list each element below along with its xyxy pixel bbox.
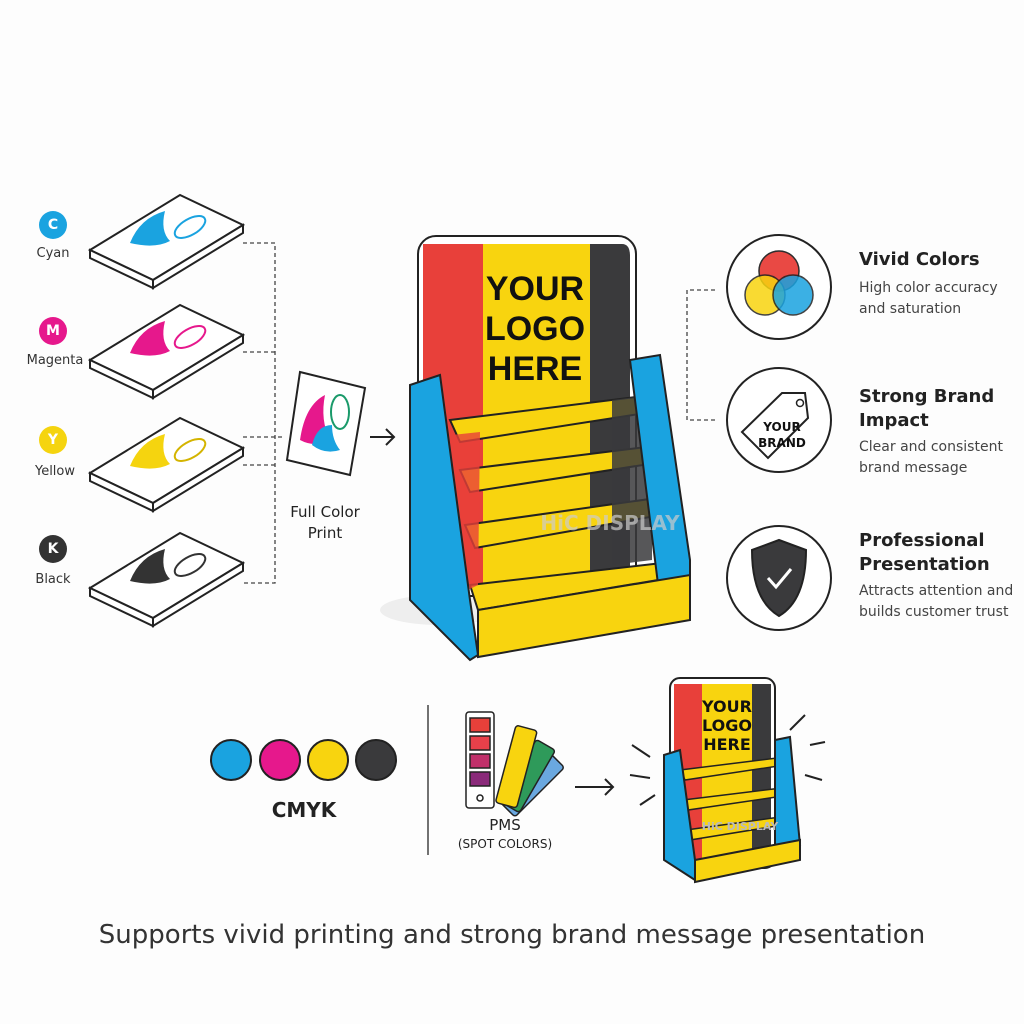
plates-connector bbox=[243, 242, 285, 584]
channel-label: Yellow bbox=[34, 464, 76, 479]
yellow-badge: Y bbox=[39, 426, 67, 454]
feature-desc: and saturation bbox=[859, 301, 962, 317]
channel-label: Magenta bbox=[26, 353, 84, 368]
small-display-stand: YOUR LOGO HERE HiC DISPLAY bbox=[629, 677, 826, 884]
brand-tag-text: YOUR bbox=[762, 420, 800, 434]
pms-label: PMS bbox=[489, 816, 521, 834]
shield-check-icon bbox=[726, 525, 832, 631]
full-color-print-card bbox=[285, 370, 367, 477]
arrow-icon bbox=[575, 778, 615, 796]
magenta-badge: M bbox=[39, 317, 67, 345]
logo-line: LOGO bbox=[485, 310, 585, 348]
watermark: HiC DISPLAY bbox=[702, 820, 780, 833]
feature-title: Vivid Colors bbox=[859, 249, 980, 270]
brand-tag-text: BRAND bbox=[758, 436, 806, 450]
yellow-plate bbox=[89, 417, 244, 512]
yellow-ink-dot bbox=[307, 739, 349, 781]
full-color-line: Full Color bbox=[290, 503, 360, 521]
caption: Supports vivid printing and strong brand… bbox=[98, 920, 926, 950]
logo-line: YOUR bbox=[486, 270, 584, 308]
logo-line: YOUR bbox=[701, 697, 752, 716]
color-venn-icon bbox=[726, 234, 832, 340]
magenta-plate bbox=[89, 304, 244, 399]
cyan-ink-dot bbox=[210, 739, 252, 781]
cyan-plate bbox=[89, 194, 244, 289]
feature-title: Professional bbox=[859, 530, 985, 551]
feature-desc: builds customer trust bbox=[859, 604, 1009, 620]
black-badge: K bbox=[39, 535, 67, 563]
feature-desc: Clear and consistent bbox=[859, 439, 1003, 455]
cmyk-label: CMYK bbox=[271, 798, 337, 822]
feature-title: Presentation bbox=[859, 554, 990, 575]
display-stand: YOUR LOGO HERE HiC DISPLAY bbox=[380, 235, 691, 662]
feature-desc: Attracts attention and bbox=[859, 583, 1014, 599]
black-ink-dot bbox=[355, 739, 397, 781]
logo-line: HERE bbox=[703, 735, 751, 754]
full-color-line: Print bbox=[307, 524, 343, 542]
full-color-print-label: Full Color Print bbox=[275, 502, 375, 544]
logo-line: HERE bbox=[488, 350, 582, 388]
brand-tag-icon: YOUR BRAND bbox=[726, 367, 832, 473]
cyan-badge: C bbox=[39, 211, 67, 239]
pms-fan-icon bbox=[465, 711, 564, 817]
logo-line: LOGO bbox=[702, 716, 752, 735]
watermark: HiC DISPLAY bbox=[540, 511, 680, 535]
feature-desc: brand message bbox=[859, 460, 968, 476]
arrow-icon bbox=[370, 428, 396, 446]
feature-desc: High color accuracy bbox=[859, 280, 998, 296]
magenta-ink-dot bbox=[259, 739, 301, 781]
feature-strong-brand: Strong Brand Impact Clear and consistent… bbox=[859, 385, 1003, 479]
black-plate bbox=[89, 532, 244, 627]
channel-label: Cyan bbox=[36, 246, 70, 261]
feature-professional: Professional Presentation Attracts atten… bbox=[859, 529, 1013, 623]
features-connector bbox=[686, 289, 715, 421]
pms-sub-label: (SPOT COLORS) bbox=[457, 837, 553, 851]
feature-vivid-colors: Vivid Colors High color accuracy and sat… bbox=[859, 248, 998, 320]
feature-title: Strong Brand bbox=[859, 386, 995, 407]
channel-label: Black bbox=[35, 572, 71, 587]
feature-title: Impact bbox=[859, 410, 929, 431]
